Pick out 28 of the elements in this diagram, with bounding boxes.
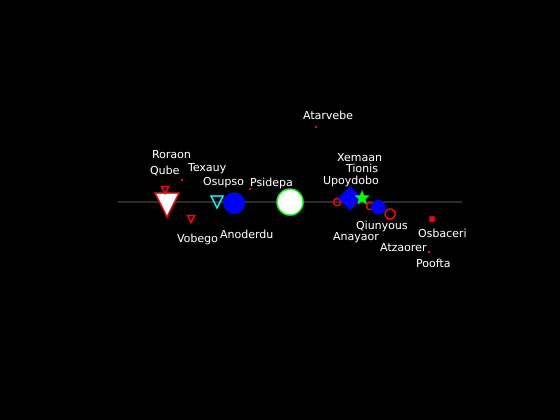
point-label: Roraon — [152, 149, 191, 160]
point-label: Tionis — [346, 163, 378, 174]
star-marker — [354, 190, 370, 204]
point-label: Upoydobo — [323, 175, 379, 186]
square-marker — [429, 216, 435, 222]
circle-marker — [384, 208, 396, 220]
triangle-marker — [160, 186, 170, 196]
point-label: Atzaorer — [380, 242, 426, 253]
point-label: Psidepa — [250, 177, 293, 188]
circle-marker — [223, 192, 245, 214]
point-label: Xemaan — [337, 152, 382, 163]
circle-marker — [276, 188, 304, 216]
point-label: Osbaceri — [418, 228, 467, 239]
point-label: Vobego — [177, 233, 218, 244]
point-label: Texauy — [188, 162, 226, 173]
triangle-marker — [154, 192, 180, 219]
point-label: Anayaor — [333, 231, 379, 242]
circle-marker — [332, 198, 342, 206]
circle-marker — [370, 200, 386, 214]
point-label: Anoderdu — [220, 229, 274, 240]
point-label: Qiunyous — [356, 220, 408, 231]
point-label: Osupso — [203, 176, 244, 187]
point-label: Poofta — [416, 258, 450, 269]
triangle-marker — [186, 214, 196, 224]
triangle-marker — [210, 195, 224, 210]
point-label: Qube — [150, 165, 180, 176]
point-label: Atarvebe — [303, 110, 353, 121]
circle-marker — [366, 202, 374, 210]
